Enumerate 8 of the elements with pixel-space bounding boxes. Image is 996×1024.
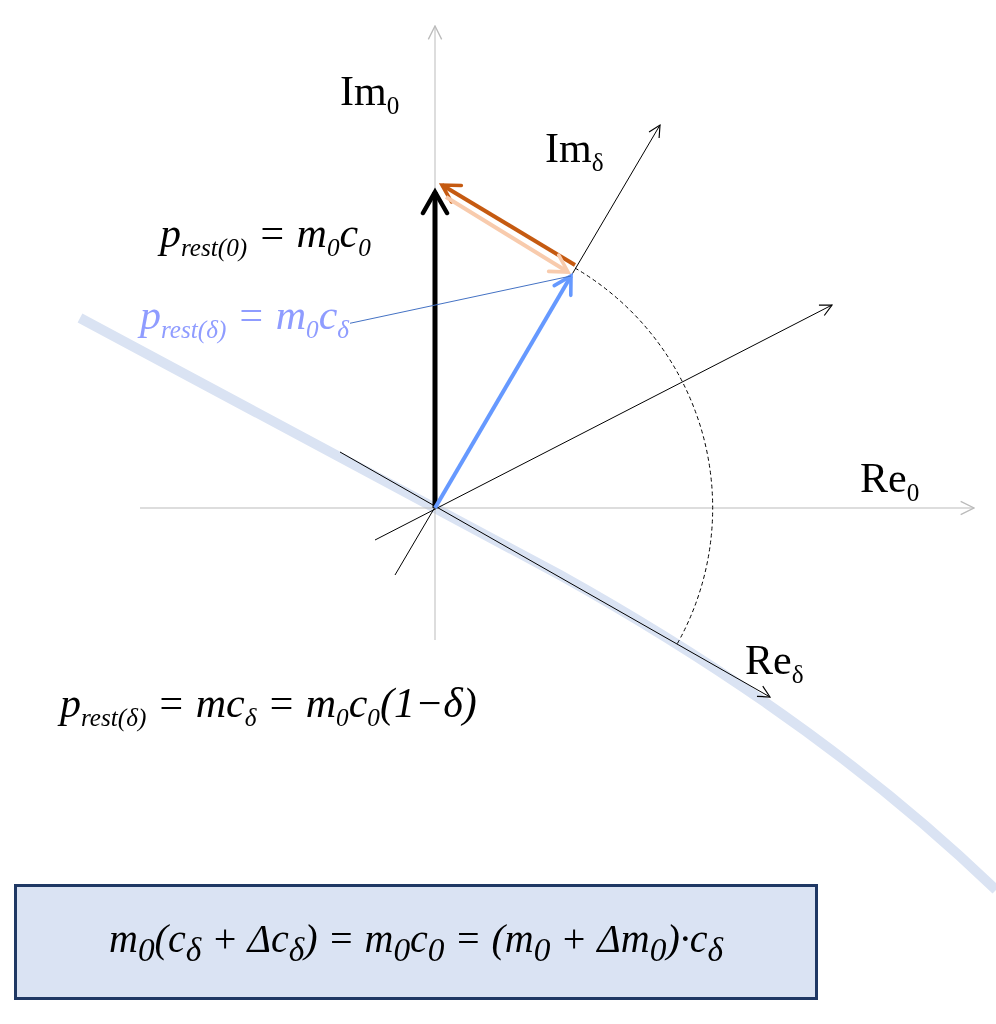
axis-label: Re$_{0}$ (860, 455, 920, 508)
axis-label: Im$_{0}$ (340, 68, 400, 121)
equation-box (14, 884, 818, 1000)
leader-line (349, 275, 572, 324)
axis-label: Im$_{δ}$ (545, 125, 604, 178)
axis-label: Re$_{δ}$ (745, 637, 804, 690)
formula-text: m$_{0}$(c$_{δ}$ + Δc$_{δ}$) = m$_{0}$c$_{0}$ = (m$_{0}$ + Δm$_{0}$)·c$_{δ}$ (109, 915, 723, 969)
vector-arrow (433, 274, 573, 509)
